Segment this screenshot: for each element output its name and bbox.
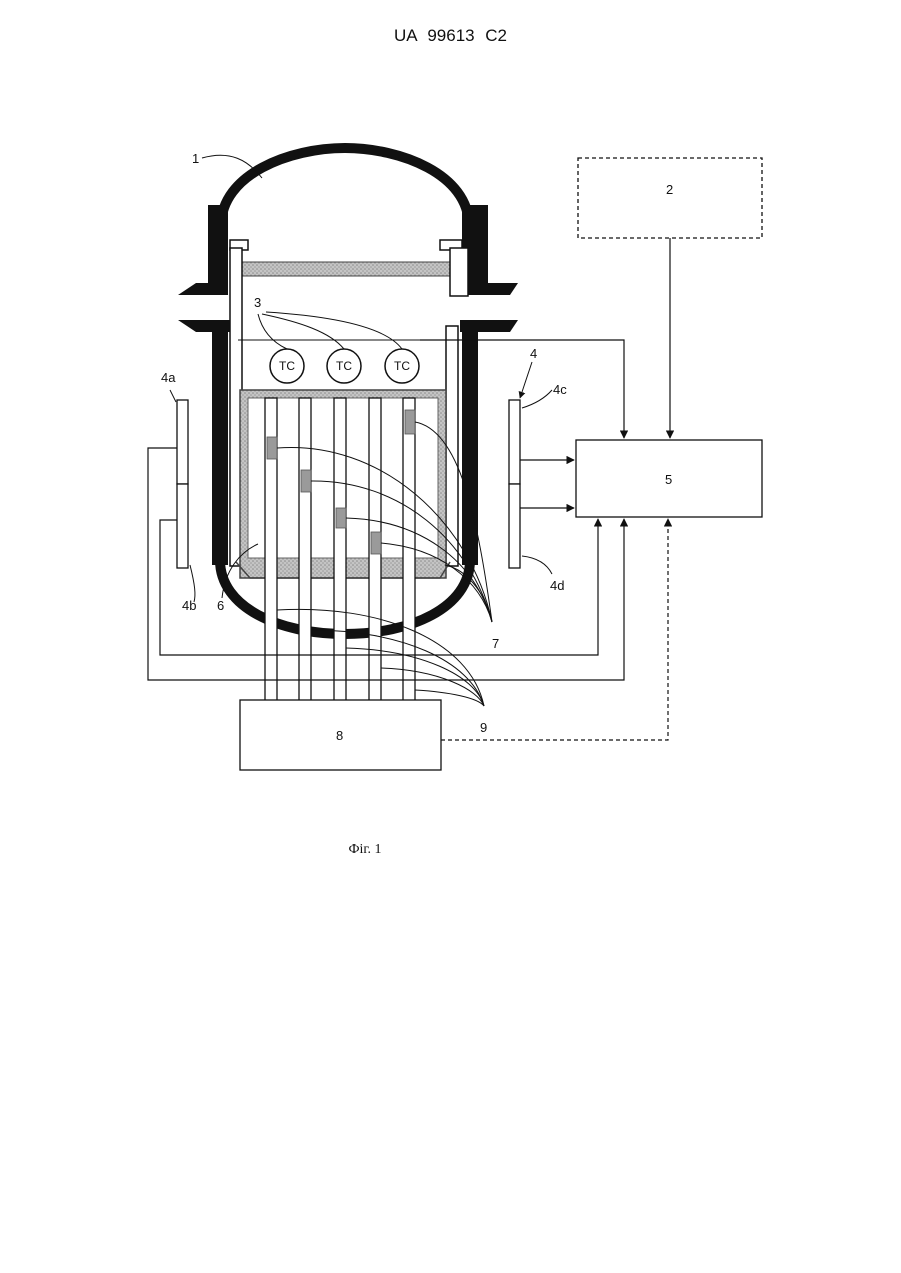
tc-label-1: TC: [279, 359, 295, 373]
channel-2: [299, 398, 311, 702]
vessel-dome: [221, 148, 469, 226]
guide-tube-right: [450, 248, 468, 296]
label-6: 6: [217, 598, 224, 613]
label-2: 2: [666, 182, 673, 197]
thermocouples: TC TC TC: [270, 349, 419, 383]
detector-4: [371, 532, 381, 554]
lid-plate: [236, 262, 454, 276]
label-1: 1: [192, 151, 199, 166]
detector-4a: [177, 400, 188, 484]
tc-label-3: TC: [394, 359, 410, 373]
label-4a: 4a: [161, 370, 176, 385]
figure-caption: Фіг. 1: [320, 842, 410, 858]
detector-1: [267, 437, 277, 459]
channel-3: [334, 398, 346, 702]
label-3: 3: [254, 295, 261, 310]
detector-3: [336, 508, 346, 528]
label-7: 7: [492, 636, 499, 651]
detector-4c: [509, 400, 520, 484]
label-5: 5: [665, 472, 672, 487]
label-4: 4: [530, 346, 537, 361]
label-4b: 4b: [182, 598, 196, 613]
leader-4b: [190, 565, 195, 602]
leader-4a: [170, 390, 176, 402]
vessel-wall-right: [462, 330, 478, 565]
label-9: 9: [480, 720, 487, 735]
upper-flange-right: [466, 283, 518, 295]
detector-4d: [509, 484, 520, 568]
label-4d: 4d: [550, 578, 564, 593]
upper-flange-left: [178, 283, 228, 295]
leader-4c: [522, 390, 552, 408]
upper-head-left: [208, 205, 228, 283]
label-4c: 4c: [553, 382, 567, 397]
detector-5: [405, 410, 415, 434]
vessel-wall-left: [212, 330, 228, 565]
tc-label-2: TC: [336, 359, 352, 373]
detector-2: [301, 470, 311, 492]
label-8: 8: [336, 728, 343, 743]
box-2: [578, 158, 762, 238]
leader-4d: [522, 556, 552, 574]
leader-3: [258, 312, 402, 349]
guide-tube-right-lower: [446, 326, 458, 566]
detector-4b: [177, 484, 188, 568]
leader-4: [520, 362, 532, 398]
